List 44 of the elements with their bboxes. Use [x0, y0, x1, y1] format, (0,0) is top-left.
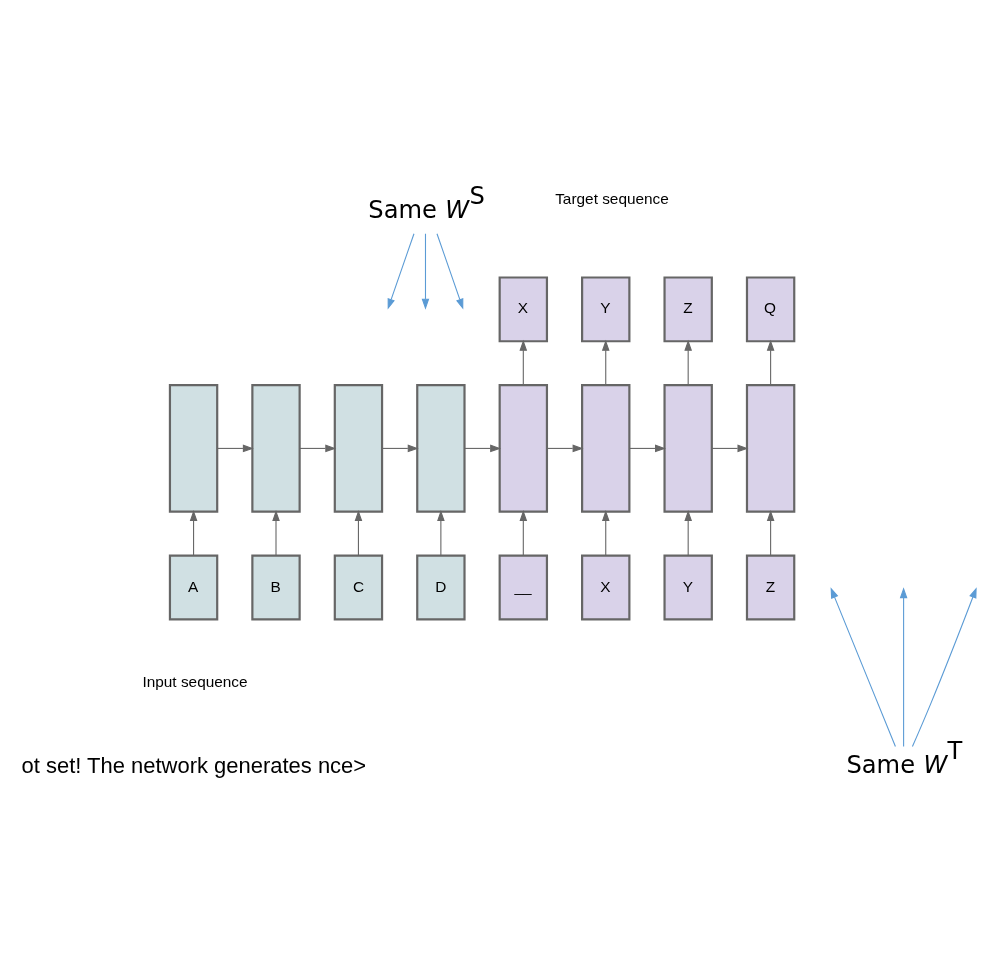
- node-box: A: [168, 554, 219, 620]
- arrow: [629, 444, 667, 452]
- arrow: [684, 339, 693, 385]
- arrow: [387, 232, 415, 310]
- arrow: [354, 509, 363, 556]
- arrow: [546, 444, 584, 452]
- node-box: [251, 383, 301, 513]
- arrow: [216, 444, 254, 452]
- arrow: [519, 339, 528, 385]
- node-box: X: [498, 275, 549, 342]
- arrow: [519, 509, 528, 556]
- arrow: [766, 339, 775, 385]
- arrow: [437, 509, 445, 556]
- arrow: [601, 509, 610, 556]
- arrow: [601, 339, 610, 385]
- node-box: [663, 383, 713, 513]
- node-box: Z: [745, 554, 796, 620]
- arrow: [766, 509, 775, 556]
- arrow: [189, 509, 198, 556]
- node-box: B: [251, 554, 301, 620]
- node-box: Z: [663, 275, 713, 342]
- arrow: [272, 509, 280, 556]
- arrow: [684, 509, 693, 556]
- arrow: [381, 444, 419, 452]
- node-box: __: [498, 554, 549, 620]
- node-box: [581, 383, 631, 513]
- node-box: [416, 383, 466, 513]
- arrow: [711, 444, 749, 452]
- node-box: [498, 383, 549, 513]
- label: ot set! The network generates nce>: [21, 752, 367, 778]
- node-box: [333, 383, 384, 513]
- arrow: [436, 232, 464, 310]
- node-box: Y: [581, 275, 631, 342]
- arrow: [464, 444, 502, 452]
- node-box: Q: [745, 275, 796, 342]
- node-box: C: [333, 554, 384, 620]
- label: Target sequence: [555, 189, 669, 207]
- arrow: [299, 444, 337, 452]
- node-box: Y: [663, 554, 713, 620]
- node-box: D: [416, 554, 466, 620]
- label: Input sequence: [142, 672, 248, 690]
- node-box: [745, 383, 796, 513]
- node-box: X: [581, 554, 631, 620]
- node-box: [168, 383, 219, 513]
